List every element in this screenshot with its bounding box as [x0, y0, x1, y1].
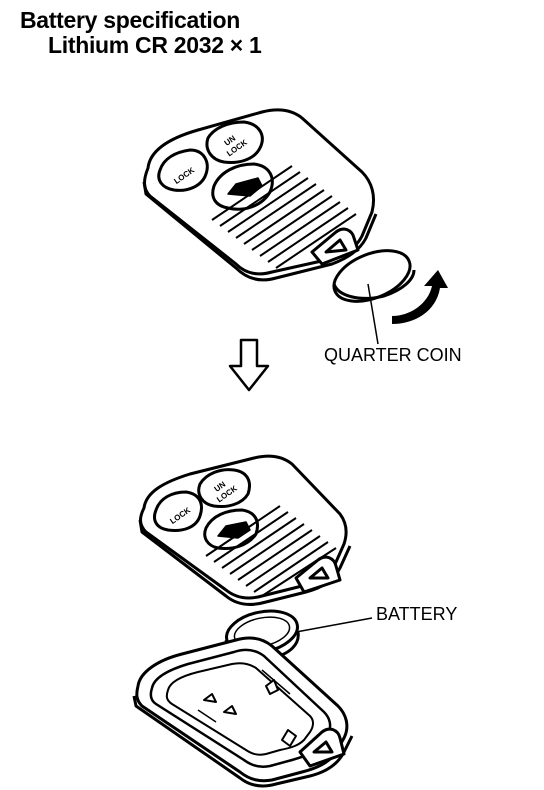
- unlock-button-bottom: UN LOCK: [197, 468, 251, 508]
- curved-arrow-icon: [392, 270, 448, 324]
- key-fob-top-half: LOCK UN LOCK: [138, 454, 352, 606]
- coin-leader-line: [367, 283, 379, 345]
- quarter-coin: [332, 249, 416, 303]
- lock-button-top: LOCK: [157, 148, 209, 192]
- coin-callout: QUARTER COIN: [324, 345, 462, 365]
- spec-battery-type: Lithium CR 2032 × 1: [48, 32, 262, 59]
- spec-header: Battery specification Lithium CR 2032 × …: [20, 7, 262, 59]
- unlock-button-top: UN LOCK: [205, 120, 264, 164]
- lock-button-bottom: LOCK: [153, 490, 203, 532]
- key-fob-closed: LOCK UN LOCK: [142, 108, 378, 282]
- down-arrow-icon: [228, 338, 270, 392]
- battery-leader-line: [295, 617, 373, 633]
- battery-callout: BATTERY: [376, 604, 457, 624]
- key-fob-bottom-half: [132, 636, 354, 788]
- spec-title: Battery specification: [20, 7, 240, 33]
